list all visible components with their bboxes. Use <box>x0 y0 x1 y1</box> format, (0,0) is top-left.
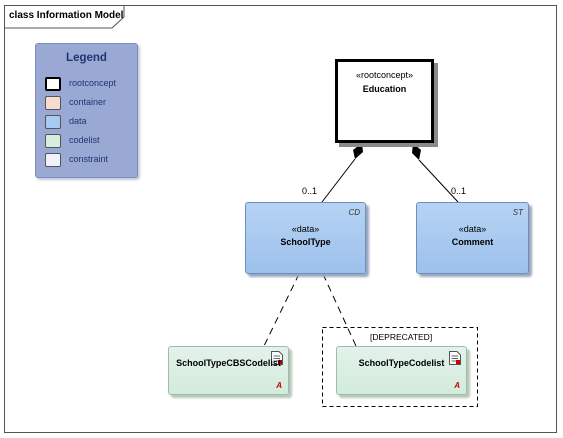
class-stereotype: «data» <box>458 224 487 234</box>
legend-label: container <box>69 97 107 107</box>
class-schooltype[interactable]: CD «data» SchoolType <box>245 202 366 274</box>
legend-title: Legend <box>66 52 107 64</box>
composition-diamond-comment <box>412 143 421 160</box>
legend-swatch-rootconcept <box>45 77 61 91</box>
abstract-marker: A <box>276 381 282 390</box>
legend-label: codelist <box>69 135 100 145</box>
legend-swatch-data <box>45 115 61 129</box>
composition-diamond-schooltype <box>353 143 363 159</box>
composition-line-comment <box>418 159 459 203</box>
class-name: SchoolTypeCBSCodelist <box>176 358 281 368</box>
dependency-line-codelist <box>322 273 357 347</box>
class-schooltypecodelist[interactable]: SchoolTypeCodelist A <box>336 346 467 395</box>
class-name: SchoolType <box>280 237 331 247</box>
multiplicity-schooltype: 0..1 <box>302 186 318 196</box>
class-name: Education <box>362 84 407 94</box>
class-schooltypecbscodelist[interactable]: SchoolTypeCBSCodelist A <box>168 346 289 395</box>
legend-label: rootconcept <box>69 78 117 88</box>
frame-title-tab <box>4 5 125 29</box>
legend-swatch-constraint <box>45 153 61 167</box>
legend-label: data <box>69 116 87 126</box>
class-name: Comment <box>451 237 494 247</box>
document-icon <box>271 351 283 365</box>
class-corner-tag: CD <box>348 208 360 217</box>
legend-label: constraint <box>69 154 109 164</box>
deprecated-label: [DEPRECATED] <box>370 332 433 342</box>
legend-panel: Legend rootconcept container data codeli… <box>35 43 138 178</box>
deprecated-boundary <box>322 327 478 407</box>
class-education[interactable]: «rootconcept» Education <box>335 59 434 143</box>
class-name: SchoolTypeCodelist <box>358 358 445 368</box>
multiplicity-comment: 0..1 <box>451 186 467 196</box>
abstract-marker: A <box>454 381 460 390</box>
class-stereotype: «rootconcept» <box>355 70 414 80</box>
class-stereotype: «data» <box>291 224 320 234</box>
class-comment[interactable]: ST «data» Comment <box>416 202 529 274</box>
dependency-line-cbs <box>263 273 300 347</box>
composition-line-schooltype <box>321 158 356 203</box>
class-corner-tag: ST <box>512 208 523 217</box>
document-icon <box>449 351 461 365</box>
legend-swatch-container <box>45 96 61 110</box>
legend-swatch-codelist <box>45 134 61 148</box>
frame-title: class Information Model <box>9 10 124 21</box>
